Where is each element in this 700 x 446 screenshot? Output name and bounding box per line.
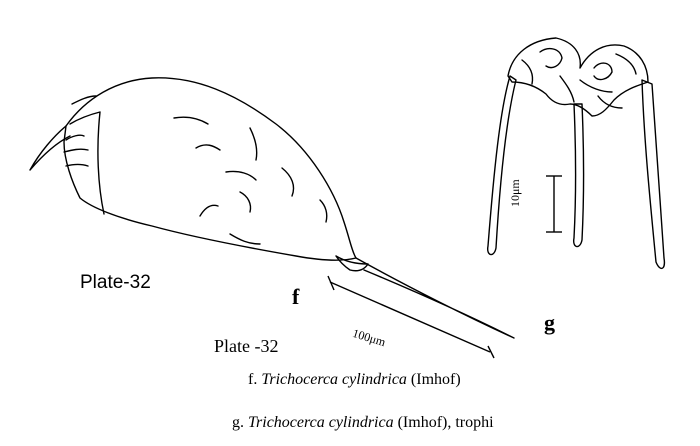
body-line — [199, 204, 219, 217]
plate-caption: Plate -32 — [214, 336, 279, 356]
caption-g-prefix: g. — [232, 414, 244, 431]
caption-g-author: (Imhof), trophi — [397, 414, 494, 431]
body-line — [173, 116, 209, 125]
body-line — [281, 167, 295, 197]
corona-region — [69, 111, 105, 215]
trophi-detail — [539, 47, 563, 69]
trichocerca-body-drawing — [29, 77, 515, 339]
figure-f-letter: f — [292, 284, 300, 309]
body-line — [195, 144, 221, 151]
right-manubrium — [641, 79, 666, 269]
corona-line — [65, 163, 89, 167]
body-line — [229, 233, 261, 245]
toe-spine — [355, 257, 515, 339]
trophi-drawing — [486, 37, 666, 269]
corona-line — [71, 95, 97, 105]
trophi-detail — [597, 95, 623, 109]
foot — [335, 255, 369, 272]
head-spine — [29, 125, 71, 171]
trophi-detail — [521, 59, 534, 85]
scale-label-g: 10μm — [508, 179, 522, 207]
trophi-detail — [579, 79, 613, 93]
caption-f-species: Trichocerca cylindrica — [261, 371, 407, 388]
scale-bar-g — [546, 175, 562, 233]
caption-f: f. Trichocerca cylindrica (Imhof) — [248, 371, 461, 389]
body-outline — [63, 77, 357, 261]
caption-g-species: Trichocerca cylindrica — [248, 414, 394, 431]
body-line — [239, 191, 252, 213]
body-line — [225, 170, 257, 181]
scale-bar-f — [327, 275, 495, 359]
body-line — [319, 199, 328, 223]
plate-label: Plate-32 — [80, 272, 151, 293]
fulcrum — [572, 103, 585, 248]
trophi-head — [507, 37, 649, 117]
figure-g-letter: g — [544, 310, 555, 335]
corona-line — [63, 148, 89, 153]
corona-line — [65, 134, 85, 141]
left-manubrium — [486, 75, 517, 256]
trophi-detail — [593, 62, 613, 81]
trophi-detail — [559, 75, 575, 103]
caption-f-author: (Imhof) — [410, 371, 461, 388]
caption-f-prefix: f. — [248, 371, 258, 388]
body-line — [249, 127, 258, 161]
caption-g: g. Trichocerca cylindrica (Imhof), troph… — [232, 414, 494, 432]
trophi-detail — [615, 53, 637, 75]
